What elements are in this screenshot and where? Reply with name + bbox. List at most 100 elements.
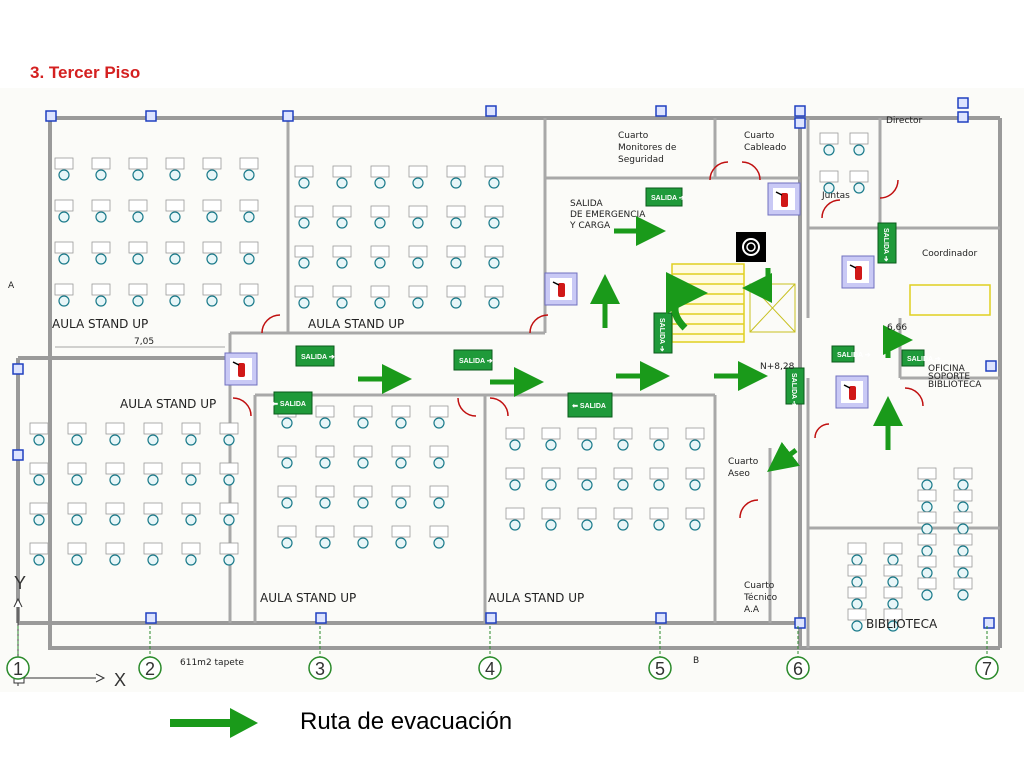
desk (353, 405, 373, 418)
fire-extinguisher-icon (835, 375, 869, 409)
desk (143, 462, 163, 475)
desk (849, 170, 869, 183)
chair (147, 474, 159, 486)
chair (223, 554, 235, 566)
desk (953, 467, 973, 480)
floor-plan: SALIDA ➔SALIDA ➔SALIDA ➔⬅ SALIDA⬅ SALIDA… (0, 88, 1024, 692)
aseo-line-2: Aseo (728, 469, 750, 479)
desk (370, 285, 390, 298)
chair (336, 217, 348, 229)
chair (71, 514, 83, 526)
chair (581, 439, 593, 451)
doors (232, 161, 924, 519)
chair (223, 474, 235, 486)
chair (147, 514, 159, 526)
desk (29, 422, 49, 435)
desk (181, 422, 201, 435)
axis-bubble: 4 (478, 626, 502, 680)
aseo-line-1: Cuarto (728, 457, 759, 467)
chair (281, 417, 293, 429)
axis-number: 3 (315, 659, 325, 679)
desk (685, 427, 705, 440)
chair (488, 257, 500, 269)
salida-line-3: Y CARGA (569, 221, 611, 231)
desk (484, 245, 504, 258)
marker-a-label: A (8, 281, 15, 291)
chair (58, 211, 70, 223)
chair (33, 434, 45, 446)
chair (509, 479, 521, 491)
desk (685, 507, 705, 520)
desk (91, 157, 111, 170)
desk (54, 283, 74, 296)
desk (917, 489, 937, 502)
chair (58, 253, 70, 265)
desk (847, 608, 867, 621)
fire-extinguisher-icon (544, 272, 578, 306)
chair (374, 297, 386, 309)
desk (541, 467, 561, 480)
chair (109, 434, 121, 446)
desk (883, 586, 903, 599)
desk (370, 165, 390, 178)
chair (185, 554, 197, 566)
desk (332, 285, 352, 298)
chair (223, 514, 235, 526)
exit-sign: ⬅ SALIDA (567, 392, 613, 418)
chair (169, 169, 181, 181)
chair (581, 479, 593, 491)
chair (921, 589, 933, 601)
chair (147, 554, 159, 566)
soporte-line-2: SOPORTE (928, 372, 970, 382)
desk (202, 241, 222, 254)
desk (484, 285, 504, 298)
fire-extinguishers (224, 182, 875, 409)
axis-number: 2 (145, 659, 155, 679)
desk (353, 525, 373, 538)
chair (921, 567, 933, 579)
desk (165, 157, 185, 170)
desk (917, 467, 937, 480)
desk (429, 525, 449, 538)
chair (319, 417, 331, 429)
desk (91, 283, 111, 296)
level-label-1: N+8,28 (760, 362, 795, 372)
chair (851, 576, 863, 588)
chair (206, 169, 218, 181)
stair-turn-arrow (666, 272, 708, 331)
room-label-juntas: Juntas (821, 191, 850, 201)
chair (298, 257, 310, 269)
chair (823, 144, 835, 156)
exit-sign-label: SALIDA ➔ (651, 195, 685, 202)
desk (219, 462, 239, 475)
axis-number: 6 (793, 659, 803, 679)
interior-walls (228, 118, 1000, 648)
desk (181, 462, 201, 475)
desk (613, 507, 633, 520)
desk (105, 422, 125, 435)
monitores-line-1: Cuarto (618, 131, 649, 141)
axis-y-label: Y (14, 573, 26, 593)
chair (957, 567, 969, 579)
desk (29, 542, 49, 555)
axis-bubble: 5 (648, 626, 672, 680)
desk (685, 467, 705, 480)
chair (109, 514, 121, 526)
exit-sign-label: SALIDA ➔ (459, 358, 493, 365)
chair (33, 474, 45, 486)
chair (545, 479, 557, 491)
chair (617, 479, 629, 491)
desk (67, 462, 87, 475)
desk (219, 502, 239, 515)
chair (653, 439, 665, 451)
desk (429, 445, 449, 458)
desk (446, 285, 466, 298)
desk (128, 199, 148, 212)
room-label-aula-3: AULA STAND UP (120, 397, 216, 411)
chair (33, 514, 45, 526)
chair (357, 457, 369, 469)
